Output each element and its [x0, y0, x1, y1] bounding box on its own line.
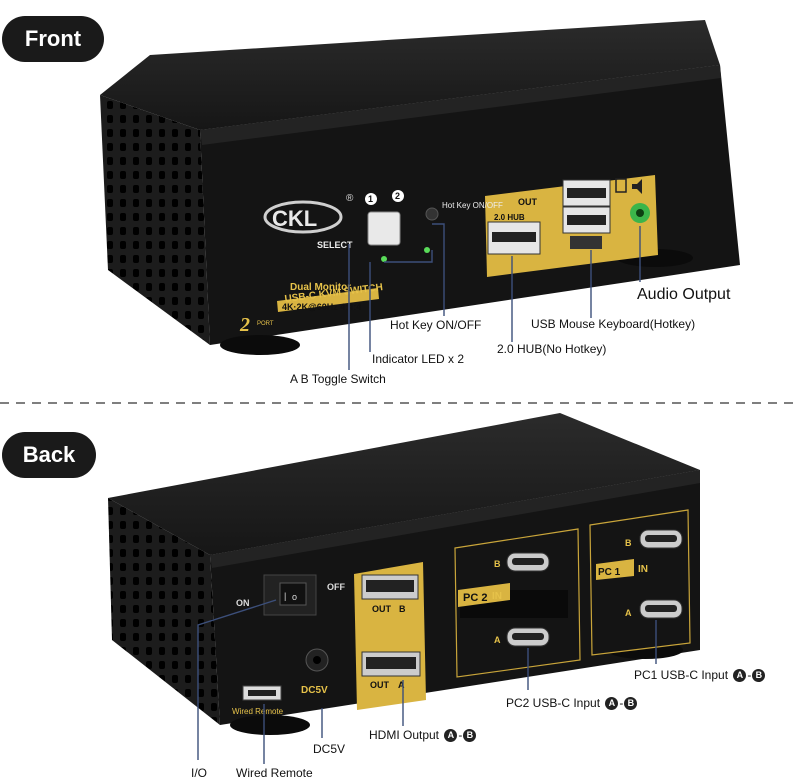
hotkey-printed-label: Hot Key ON/OFF — [442, 201, 503, 210]
model-line-1: Dual Monitor — [290, 282, 351, 293]
back-device: o | ON OFF DC5V Wired Remote OUT B — [108, 413, 700, 735]
select-label: SELECT — [317, 240, 353, 250]
select-num-1: 1 — [368, 194, 373, 204]
pc1-printed-label: PC 1 — [598, 567, 621, 578]
front-device: CKL ® 4K·2K@60Hz 4:4:4 Dual Monitor USB-… — [100, 20, 740, 355]
pc2-port-a-letter: A — [494, 635, 501, 645]
on-printed-label: ON — [236, 598, 250, 608]
back-label-text: Back — [22, 442, 76, 467]
pc2-printed-label: PC 2 — [463, 592, 487, 604]
front-section-label: Front — [2, 16, 104, 62]
front-callout-lines — [348, 223, 641, 370]
svg-text:®: ® — [346, 193, 354, 204]
port-count: 2 — [239, 314, 250, 336]
callout-io: I/O — [191, 766, 208, 780]
select-num-2: 2 — [395, 191, 400, 201]
pc1-letter-b-badge: B — [752, 669, 766, 682]
hdmi-letter-a-badge: A — [444, 729, 458, 742]
spec-line: 4K·2K@60Hz 4:4:4 — [282, 302, 361, 312]
callout-wired-remote: Wired Remote — [236, 766, 313, 780]
callout-indicator-led: Indicator LED x 2 — [372, 352, 465, 366]
port-text: PORT — [257, 321, 274, 327]
pc2-letter-b-badge: B — [624, 697, 638, 710]
callout-ab-toggle-switch: A B Toggle Switch — [290, 372, 386, 386]
callout-dc5v: DC5V — [313, 742, 346, 756]
hdmi-letter-b-badge: B — [463, 729, 477, 742]
pc1-in-printed-label: IN — [638, 564, 648, 575]
out-a-letter: A — [398, 680, 405, 690]
callout-pc1-usb-c-input: PC1 USB-C Input A-B — [634, 668, 766, 682]
back-callout-lines — [197, 599, 657, 764]
dc5v-printed-label: DC5V — [301, 685, 328, 696]
pc1-port-b-letter: B — [625, 538, 632, 548]
off-printed-label: OFF — [327, 582, 345, 592]
out-printed-label: OUT — [518, 197, 538, 207]
pc1-input-text: PC1 USB-C Input — [634, 668, 729, 682]
hdmi-output-text: HDMI Output — [369, 728, 440, 742]
callout-usb-mouse-keyboard: USB Mouse Keyboard(Hotkey) — [531, 317, 696, 331]
pc2-input-text: PC2 USB-C Input — [506, 696, 601, 710]
hub-printed-label: 2.0 HUB — [494, 213, 525, 222]
brand-logo: CKL — [272, 206, 317, 231]
svg-text:o: o — [292, 592, 297, 602]
svg-text:|: | — [284, 591, 286, 601]
wired-remote-printed-label: Wired Remote — [232, 707, 284, 716]
pc2-in-printed-label: IN — [492, 591, 502, 602]
pc1-port-a-letter: A — [625, 608, 632, 618]
callout-hdmi-output: HDMI Output A-B — [369, 728, 477, 742]
front-label-text: Front — [24, 26, 82, 51]
callout-pc2-usb-c-input: PC2 USB-C Input A-B — [506, 696, 638, 710]
out-b-letter: B — [399, 604, 406, 614]
callout-audio-output: Audio Output — [637, 286, 731, 303]
pc1-letter-a-badge: A — [733, 669, 747, 682]
pc2-port-b-letter: B — [494, 559, 501, 569]
out-a-printed-label: OUT — [370, 680, 390, 690]
back-section-label: Back — [2, 432, 96, 478]
pc2-letter-a-badge: A — [605, 697, 619, 710]
callout-hub-no-hotkey: 2.0 HUB(No Hotkey) — [497, 342, 607, 356]
out-b-printed-label: OUT — [372, 604, 392, 614]
callout-hot-key-onoff: Hot Key ON/OFF — [390, 318, 482, 332]
